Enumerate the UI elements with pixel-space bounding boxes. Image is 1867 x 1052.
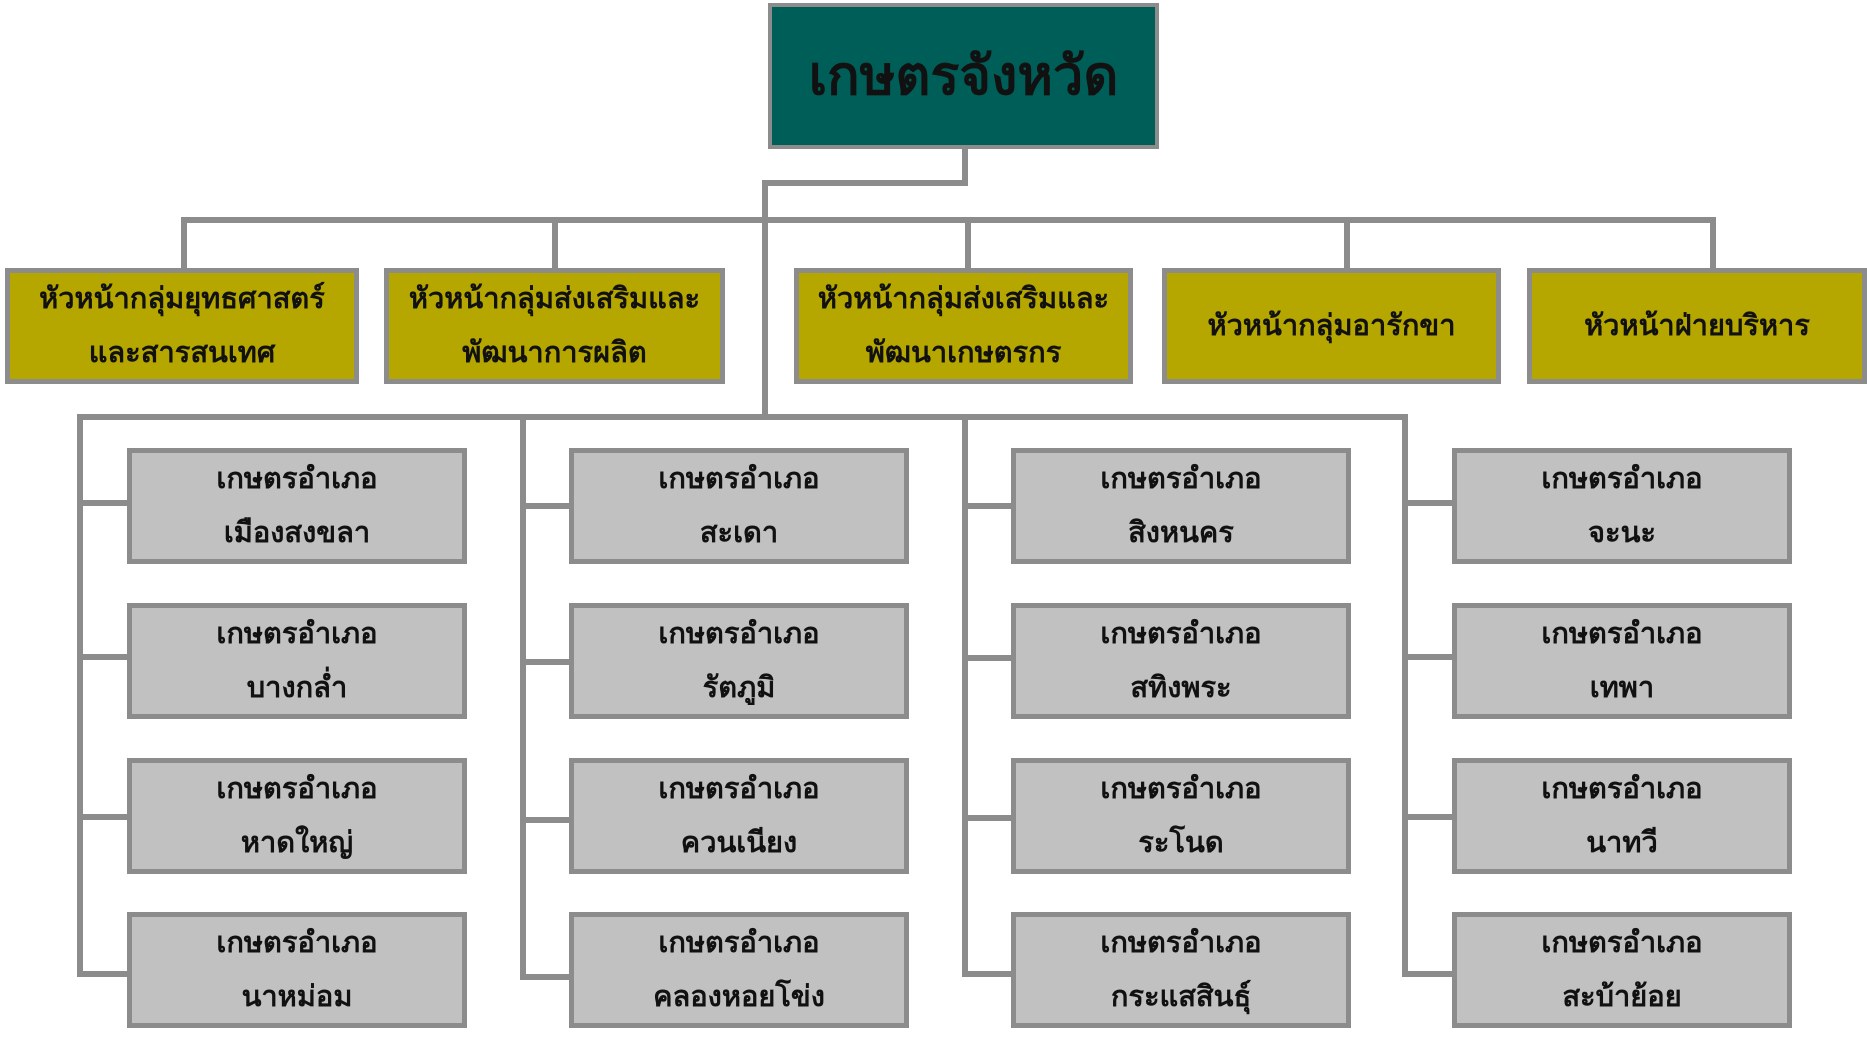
district-name: สทิงพระ <box>1130 670 1232 704</box>
district-prefix: เกษตรอำเภอ <box>658 461 820 496</box>
district-name: คลองหอยโข่ง <box>653 979 825 1013</box>
node-district: เกษตรอำเภอ คลองหอยโข่ง <box>569 912 909 1028</box>
connector-stub <box>962 815 1014 821</box>
connector-group-3 <box>965 217 971 270</box>
node-district: เกษตรอำเภอ ควนเนียง <box>569 758 909 874</box>
connector-stub <box>962 655 1014 661</box>
connector-stub <box>77 814 129 820</box>
district-name: สะบ้าย้อย <box>1562 979 1682 1013</box>
node-group-line1: หัวหน้ากลุ่มส่งเสริมและ <box>408 281 701 316</box>
connector-stub <box>77 654 129 660</box>
connector-district-bus <box>77 414 1408 420</box>
district-name: เมืองสงขลา <box>223 515 371 549</box>
district-prefix: เกษตรอำเภอ <box>216 925 378 960</box>
connector-group-bus <box>181 217 1716 223</box>
node-district: เกษตรอำเภอ บางกล่ำ <box>127 603 467 719</box>
district-name: กระแสสินธุ์ <box>1110 979 1252 1013</box>
district-name: นาทวี <box>1586 825 1658 859</box>
district-name: สิงหนคร <box>1128 515 1234 549</box>
node-district: เกษตรอำเภอ สิงหนคร <box>1011 448 1351 564</box>
district-prefix: เกษตรอำเภอ <box>1541 925 1703 960</box>
node-group: หัวหน้ากลุ่มส่งเสริมและ พัฒนาเกษตรกร <box>794 268 1133 384</box>
node-group: หัวหน้ากลุ่มอารักขา <box>1162 268 1501 384</box>
district-name: สะเดา <box>699 515 779 549</box>
district-prefix: เกษตรอำเภอ <box>216 771 378 806</box>
district-name: ควนเนียง <box>680 825 798 859</box>
connector-trunk <box>762 180 768 417</box>
node-group-line2: พัฒนาเกษตรกร <box>865 335 1062 369</box>
district-prefix: เกษตรอำเภอ <box>658 925 820 960</box>
connector-group-1 <box>181 217 187 270</box>
node-group-line2: และสารสนเทศ <box>88 335 276 369</box>
district-prefix: เกษตรอำเภอ <box>658 616 820 651</box>
district-name: จะนะ <box>1588 515 1656 549</box>
connector-col-1 <box>77 414 83 977</box>
district-prefix: เกษตรอำเภอ <box>216 616 378 651</box>
node-district: เกษตรอำเภอ จะนะ <box>1452 448 1792 564</box>
connector-stub <box>1402 500 1454 506</box>
node-group-line1: หัวหน้ากลุ่มอารักขา <box>1207 308 1456 343</box>
node-group-line1: หัวหน้ากลุ่มส่งเสริมและ <box>817 281 1110 316</box>
node-root-label: เกษตรจังหวัด <box>808 43 1119 107</box>
district-name: เทพา <box>1589 670 1655 704</box>
district-prefix: เกษตรอำเภอ <box>1100 461 1262 496</box>
node-district: เกษตรอำเภอ เทพา <box>1452 603 1792 719</box>
node-district: เกษตรอำเภอ นาหม่อม <box>127 912 467 1028</box>
district-name: หาดใหญ่ <box>240 825 354 859</box>
connector-stub <box>1402 654 1454 660</box>
district-prefix: เกษตรอำเภอ <box>1541 616 1703 651</box>
district-prefix: เกษตรอำเภอ <box>658 771 820 806</box>
connector-stub <box>962 971 1014 977</box>
connector-col-2 <box>520 414 526 977</box>
connector-root-jog <box>762 180 968 186</box>
district-name: ระโนด <box>1138 825 1224 859</box>
node-district: เกษตรอำเภอ กระแสสินธุ์ <box>1011 912 1351 1028</box>
district-prefix: เกษตรอำเภอ <box>1541 771 1703 806</box>
node-district: เกษตรอำเภอ สทิงพระ <box>1011 603 1351 719</box>
connector-stub <box>1402 971 1454 977</box>
node-district: เกษตรอำเภอ รัตภูมิ <box>569 603 909 719</box>
node-group-line1: หัวหน้าฝ่ายบริหาร <box>1584 308 1810 343</box>
district-prefix: เกษตรอำเภอ <box>216 461 378 496</box>
node-district: เกษตรอำเภอ สะเดา <box>569 448 909 564</box>
district-name: นาหม่อม <box>241 979 353 1013</box>
connector-stub <box>520 817 572 823</box>
connector-stub <box>520 659 572 665</box>
connector-stub <box>962 503 1014 509</box>
node-root: เกษตรจังหวัด <box>768 3 1159 149</box>
connector-stub <box>520 974 572 980</box>
district-prefix: เกษตรอำเภอ <box>1541 461 1703 496</box>
district-name: รัตภูมิ <box>702 670 776 704</box>
node-district: เกษตรอำเภอ ระโนด <box>1011 758 1351 874</box>
connector-stub <box>520 503 572 509</box>
district-prefix: เกษตรอำเภอ <box>1100 616 1262 651</box>
district-name: บางกล่ำ <box>246 670 348 704</box>
node-group-line2: พัฒนาการผลิต <box>462 335 647 369</box>
connector-stub <box>1402 814 1454 820</box>
node-district: เกษตรอำเภอ นาทวี <box>1452 758 1792 874</box>
connector-col-4 <box>1402 414 1408 977</box>
connector-group-4 <box>1344 217 1350 270</box>
node-group: หัวหน้ากลุ่มยุทธศาสตร์ และสารสนเทศ <box>5 268 359 384</box>
connector-group-5 <box>1710 217 1716 270</box>
node-district: เกษตรอำเภอ สะบ้าย้อย <box>1452 912 1792 1028</box>
connector-stub <box>77 500 129 506</box>
node-group-line1: หัวหน้ากลุ่มยุทธศาสตร์ <box>39 281 325 316</box>
connector-group-2 <box>552 217 558 270</box>
connector-stub <box>77 971 129 977</box>
connector-col-3 <box>962 414 968 977</box>
node-district: เกษตรอำเภอ หาดใหญ่ <box>127 758 467 874</box>
node-district: เกษตรอำเภอ เมืองสงขลา <box>127 448 467 564</box>
district-prefix: เกษตรอำเภอ <box>1100 925 1262 960</box>
district-prefix: เกษตรอำเภอ <box>1100 771 1262 806</box>
node-group: หัวหน้าฝ่ายบริหาร <box>1527 268 1867 384</box>
node-group: หัวหน้ากลุ่มส่งเสริมและ พัฒนาการผลิต <box>384 268 725 384</box>
connector-root-down <box>962 146 968 184</box>
